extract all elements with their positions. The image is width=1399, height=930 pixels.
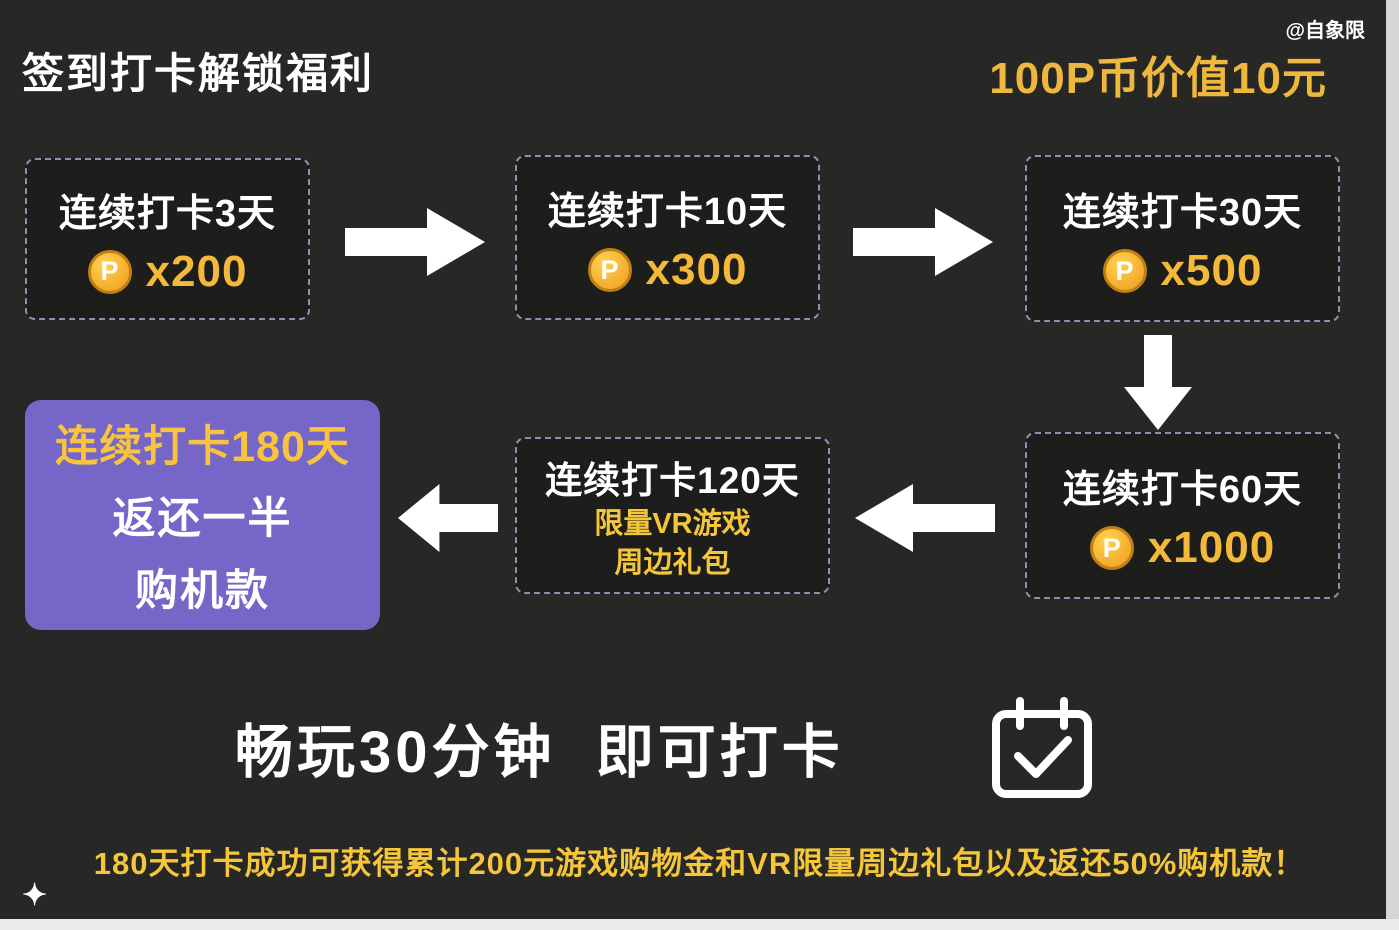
step-title: 连续打卡60天 — [1062, 469, 1303, 511]
p-coin-icon: P — [587, 248, 632, 292]
arrow-right-icon — [853, 208, 993, 276]
p-coin-icon: P — [87, 249, 132, 294]
reward-line: 周边礼包 — [614, 546, 731, 579]
arrow-down-icon — [1124, 335, 1192, 430]
step-title: 连续打卡120天 — [545, 460, 800, 502]
reward-amount: x200 — [145, 246, 248, 296]
step-title: 连续打卡3天 — [58, 192, 277, 235]
page-edge-bottom — [0, 919, 1399, 930]
reward-line: 购机款 — [135, 567, 270, 615]
step-10-days: 连续打卡10天 P x300 — [515, 155, 820, 320]
step-60-days: 连续打卡60天 P x1000 — [1025, 432, 1340, 599]
arrow-left-icon — [855, 484, 995, 552]
reward-row: P x300 — [587, 245, 748, 295]
step-120-days: 连续打卡120天 限量VR游戏 周边礼包 — [515, 437, 830, 594]
calendar-check-icon — [992, 697, 1092, 798]
step-180-days: 连续打卡180天 返还一半 购机款 — [25, 400, 380, 630]
reward-line: 返还一半 — [112, 495, 293, 543]
arrow-left-icon — [398, 484, 498, 552]
reward-row: P x1000 — [1089, 523, 1276, 573]
coin-value-note: 100P币价值10元 — [989, 54, 1327, 103]
page-title: 签到打卡解锁福利 — [22, 50, 375, 97]
arrow-right-icon — [345, 208, 485, 276]
p-coin-icon: P — [1089, 526, 1134, 570]
reward-amount: x500 — [1160, 246, 1263, 295]
page-edge-right — [1386, 0, 1399, 930]
step-3-days: 连续打卡3天 P x200 — [25, 158, 310, 320]
step-title: 连续打卡10天 — [547, 191, 788, 233]
reward-line: 限量VR游戏 — [594, 508, 751, 541]
reward-row: P x200 — [87, 246, 248, 297]
reward-amount: x300 — [645, 245, 748, 294]
reward-row: P x500 — [1102, 246, 1263, 296]
sparkle-icon: ✦ — [22, 879, 48, 912]
step-30-days: 连续打卡30天 P x500 — [1025, 155, 1340, 322]
p-coin-icon: P — [1102, 249, 1147, 293]
step-title: 连续打卡30天 — [1062, 192, 1303, 234]
step-title: 连续打卡180天 — [55, 423, 350, 471]
watermark: @自象限 — [1285, 20, 1365, 42]
summary-text: 180天打卡成功可获得累计200元游戏购物金和VR限量周边礼包以及返还50%购机… — [93, 846, 1306, 881]
play-rule-text: 畅玩30分钟 即可打卡 — [235, 720, 844, 785]
reward-amount: x1000 — [1147, 523, 1276, 572]
